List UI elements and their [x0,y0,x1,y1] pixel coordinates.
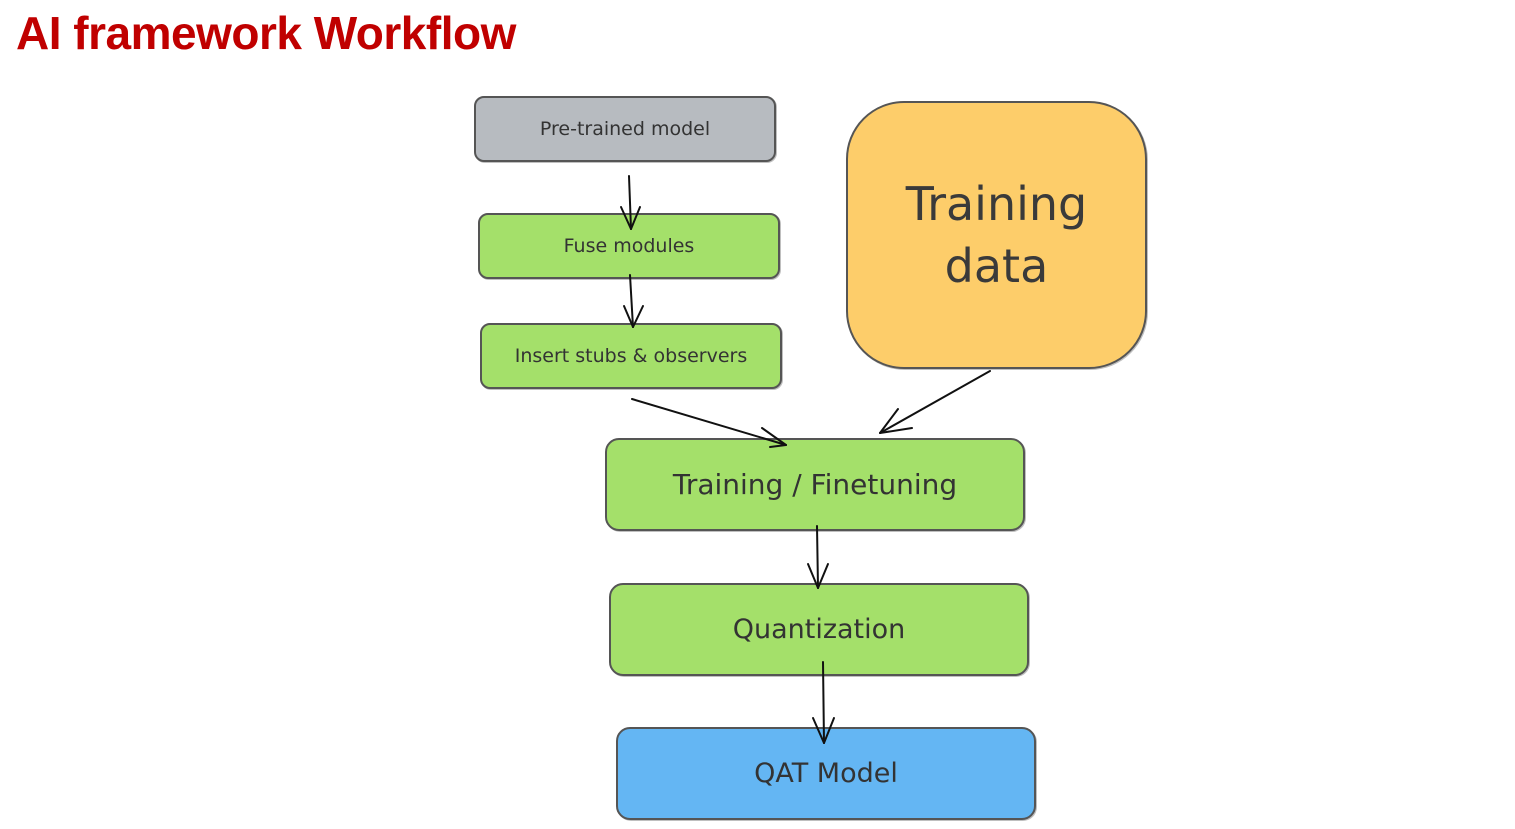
node-fuse-modules: Fuse modules [478,213,780,279]
page-title: AI framework Workflow [16,7,516,59]
arrow-data-to-training [879,370,991,434]
node-training-finetuning: Training / Finetuning [605,438,1025,531]
node-training-data-line2: data [944,239,1049,293]
node-insert-stubs-label: Insert stubs & observers [514,345,748,367]
node-training-data-text: Training data [906,173,1088,297]
node-qat-model-label: QAT Model [754,758,898,789]
node-qat-model: QAT Model [616,727,1036,820]
node-fuse-modules-label: Fuse modules [563,235,695,257]
node-pretrained-model: Pre-trained model [474,96,776,162]
node-pretrained-model-label: Pre-trained model [539,118,711,140]
node-training-finetuning-label: Training / Finetuning [672,468,958,501]
node-insert-stubs: Insert stubs & observers [480,323,782,389]
arrow-fuse-to-insert [623,274,644,328]
node-training-data: Training data [846,101,1147,369]
arrow-training-to-quantization [807,525,829,589]
node-training-data-line1: Training [905,176,1088,231]
node-quantization: Quantization [609,583,1029,676]
node-quantization-label: Quantization [732,614,906,645]
